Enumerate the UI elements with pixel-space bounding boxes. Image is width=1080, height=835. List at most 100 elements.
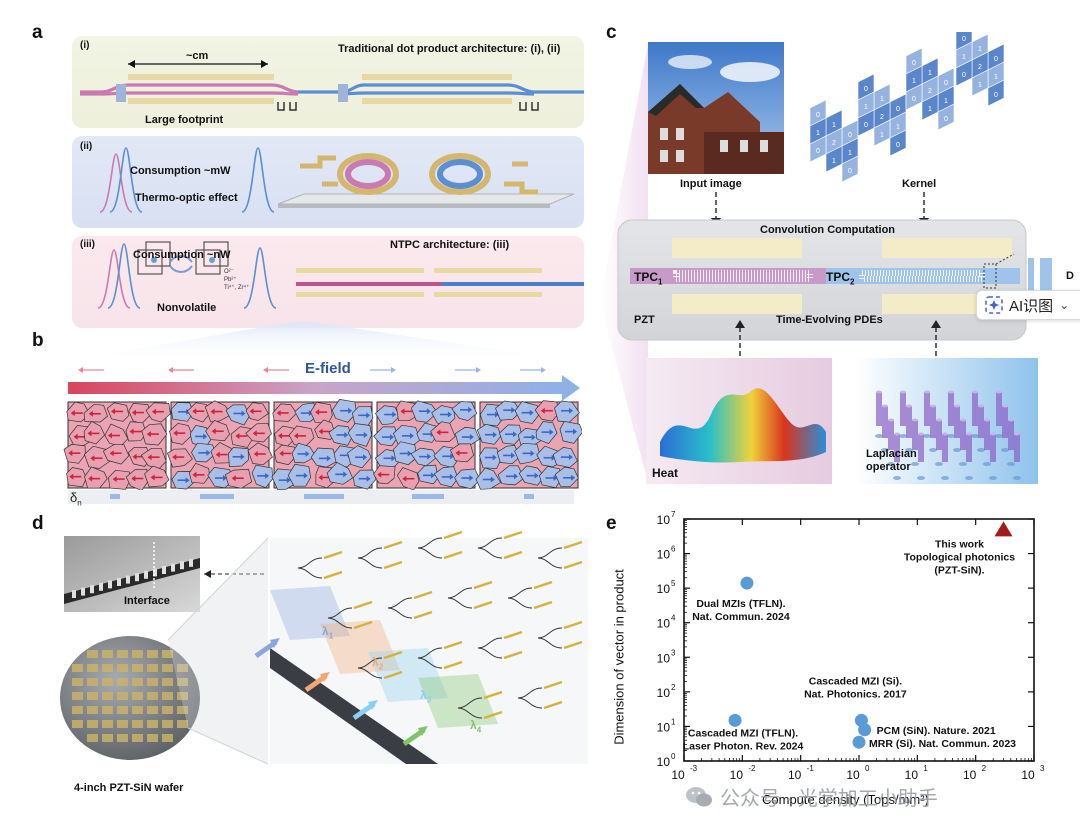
x-tick-label: 10 — [1021, 768, 1035, 782]
sem-tooth — [81, 587, 85, 596]
y-tick-exponent: 7 — [671, 510, 676, 519]
kernel-value: 0 — [944, 80, 948, 87]
y-tick-label: 10 — [657, 548, 671, 562]
field-arrow-1 — [78, 367, 104, 373]
label-convolution-computation: Convolution Computation — [760, 224, 896, 236]
ion-legend: O²⁻ Pb²⁺ Ti⁴⁺, Zr⁴⁺ — [224, 268, 249, 292]
laplacian-pillar — [971, 390, 979, 438]
kernel-value: 0 — [864, 122, 868, 129]
tpc2-subscript: 2 — [850, 277, 855, 287]
label-nonvolatile: Nonvolatile — [157, 302, 217, 314]
input-image — [648, 42, 784, 174]
x-tick-label: 10 — [963, 768, 977, 782]
cut-slab-1 — [1028, 258, 1034, 292]
zoom-photonic-chip — [270, 538, 588, 764]
wafer-die — [117, 734, 128, 742]
field-arrow-4 — [370, 367, 396, 373]
label-delta-n: δn — [70, 490, 82, 508]
sem-tooth — [189, 558, 193, 567]
mzi-left — [80, 74, 299, 104]
laplacian-pillar — [983, 418, 991, 466]
wafer-die — [132, 720, 143, 728]
zoom-fan-d — [168, 538, 268, 764]
wafer-die — [132, 664, 143, 672]
panel-d-figure — [60, 530, 588, 765]
wafer-dies — [72, 650, 188, 742]
field-arrow-5 — [455, 367, 481, 373]
label-scale-cm: ~cm — [186, 50, 209, 62]
kernel-value: 2 — [832, 140, 836, 147]
wafer-die — [102, 706, 113, 714]
lambda-symbol: λ — [420, 688, 427, 702]
kernel-value: 1 — [928, 106, 932, 113]
wafer-die — [102, 664, 113, 672]
delta-subscript: n — [77, 498, 82, 508]
mzi-tree-14 — [457, 690, 503, 720]
sem-tooth — [99, 582, 103, 591]
ai-recognize-button[interactable]: AI识图 ⌄ — [976, 290, 1080, 320]
panel-letter-a: a — [32, 22, 43, 43]
y-tick-exponent: 1 — [671, 717, 676, 726]
electrode-2-top — [882, 238, 1012, 258]
wafer-die — [87, 650, 98, 658]
label-time-evolving-pdes: Time-Evolving PDEs — [776, 314, 883, 326]
wafer-die — [117, 692, 128, 700]
ai-button-label: AI识图 — [1009, 297, 1054, 315]
wafer-die — [102, 720, 113, 728]
wafer-die — [87, 734, 98, 742]
mzi-tree-5 — [537, 540, 583, 570]
wafer-die — [177, 706, 188, 714]
kernel-value: 0 — [848, 132, 852, 139]
kernel-value: 1 — [944, 98, 948, 105]
data-point-label: Dual MZIs (TFLN). — [696, 598, 785, 610]
kernel-value: 0 — [994, 56, 998, 63]
x-tick-exponent: -3 — [690, 764, 698, 773]
mzi-tree-12 — [477, 630, 523, 660]
kernel-value: 1 — [978, 46, 982, 53]
laplacian-pillar — [977, 404, 985, 452]
data-point-label: Laser Photon. Rev. 2024 — [683, 740, 804, 752]
label-wafer: 4-inch PZT-SiN wafer — [74, 782, 184, 794]
delta-marker-3 — [304, 494, 344, 499]
mzi-tree-1 — [297, 550, 343, 580]
wafer-die — [177, 664, 188, 672]
kernel-value: 1 — [816, 130, 820, 137]
panel-letter-b: b — [32, 330, 44, 351]
wafer-die — [132, 650, 143, 658]
wafer-die — [132, 706, 143, 714]
sem-tooth — [135, 573, 139, 582]
kernel-value: 1 — [962, 54, 966, 61]
delta-markers — [110, 494, 534, 499]
data-point-triangle — [994, 521, 1013, 537]
kernel-value: 1 — [912, 78, 916, 85]
laplacian-pillar — [989, 432, 997, 480]
label-laplacian-operator: Laplacian operator — [866, 448, 917, 473]
tpc1-subscript: 1 — [658, 277, 663, 287]
panel-a-figure — [72, 36, 584, 328]
wafer-die — [147, 706, 158, 714]
kernel-value: 0 — [848, 168, 852, 175]
wafer-die — [87, 664, 98, 672]
laplacian-pillar — [887, 418, 895, 466]
kernel-value: 0 — [962, 72, 966, 79]
kernel-value: 1 — [978, 82, 982, 89]
data-point-label: PCM (SiN). Nature. 2021 — [877, 725, 996, 737]
laplacian-pillar — [935, 418, 943, 466]
panel-letter-c: c — [606, 22, 617, 43]
y-tick-exponent: 5 — [671, 579, 676, 588]
y-tick-label: 10 — [657, 582, 671, 596]
wafer-die — [72, 692, 83, 700]
heat-surface — [660, 388, 826, 463]
kernel-value: 0 — [864, 86, 868, 93]
delta-marker-2 — [200, 494, 234, 499]
data-point-circle — [740, 576, 754, 590]
watermark-text: 公众号 · 光学加工小助手 — [720, 788, 938, 810]
lambda-label-3: λ3 — [420, 688, 431, 704]
lambda-label-4: λ4 — [470, 718, 481, 734]
mzi-tree-3 — [417, 530, 463, 560]
laplacian-pillar — [959, 418, 967, 466]
x-tick-label: 10 — [846, 768, 860, 782]
wavelength-band-2 — [304, 620, 400, 693]
wafer-die — [72, 720, 83, 728]
wafer-die — [102, 678, 113, 686]
